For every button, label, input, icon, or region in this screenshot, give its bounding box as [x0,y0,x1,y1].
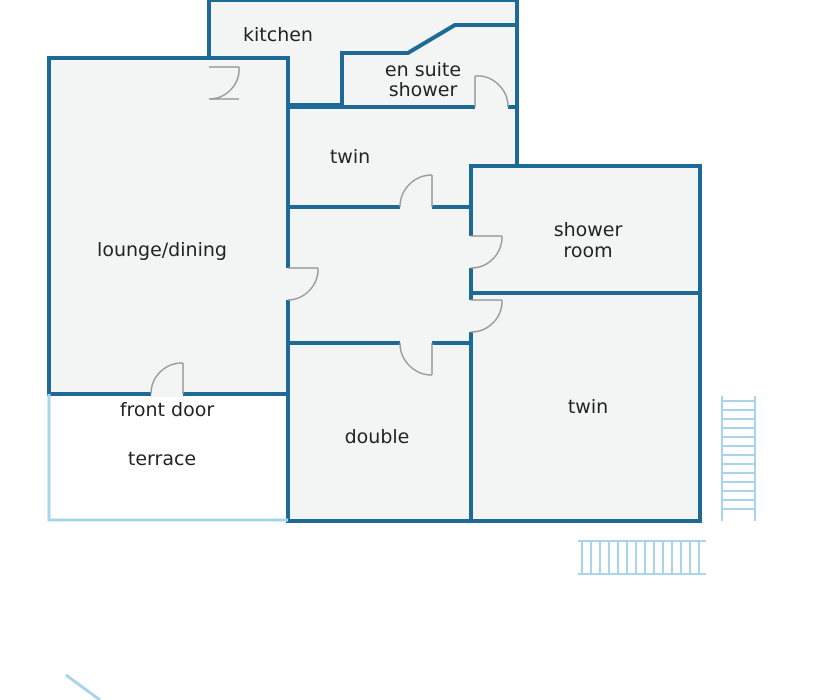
label-shower-2: room [563,240,612,262]
stairs-horizontal [578,540,706,575]
label-double: double [345,426,410,448]
label-lounge: lounge/dining [97,239,227,261]
rooms-layer [47,0,702,523]
label-terrace: terrace [128,448,196,470]
room-hall [286,205,473,345]
room-twin-lower [469,291,702,523]
label-shower-1: shower [554,219,623,241]
exterior-line [65,673,101,700]
label-front-door: front door [120,399,215,421]
label-kitchen: kitchen [243,24,313,46]
label-ensuite-1: en suite [385,59,461,81]
label-ensuite-2: shower [389,79,458,101]
label-twin-lower: twin [568,396,608,418]
room-double [286,341,473,523]
labels-layer: kitchen en suite shower twin lounge/dini… [97,24,622,470]
label-twin-upper: twin [330,146,370,168]
doors-layer [150,66,509,397]
terrace-outline [47,394,288,522]
room-lounge [47,56,290,396]
stairs-vertical [721,396,756,521]
